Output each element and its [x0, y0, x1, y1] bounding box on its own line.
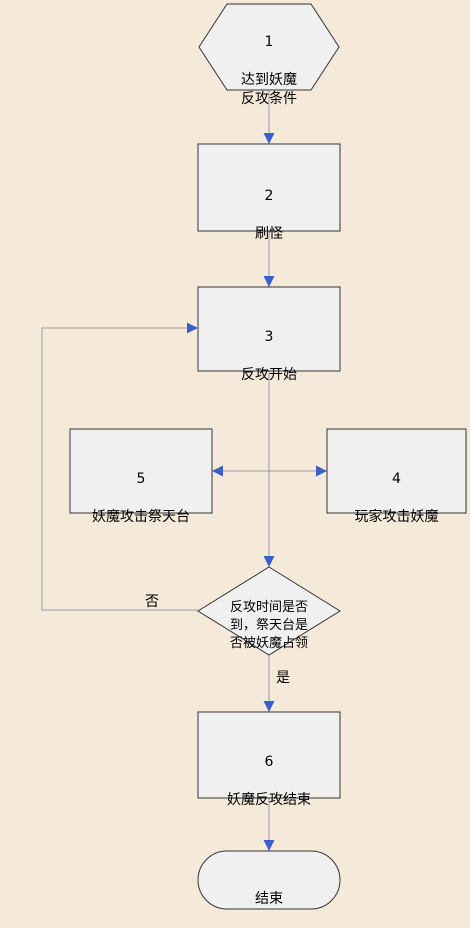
- node-1-label: 1 达到妖魔 反攻条件: [199, 14, 339, 128]
- node-6-rect[interactable]: [197, 711, 341, 799]
- node-6-number: 6: [264, 754, 274, 770]
- node-2-label: 2 刷怪: [198, 168, 340, 263]
- node-5-text: 妖魔攻击祭天台: [92, 509, 190, 525]
- node-6-text: 妖魔反攻结束: [227, 792, 311, 808]
- end-terminator[interactable]: [197, 850, 341, 910]
- node-4-text: 玩家攻击妖魔: [354, 509, 439, 525]
- node-3-number: 3: [264, 329, 274, 345]
- node-5-rect[interactable]: [69, 428, 213, 514]
- node-4-rect[interactable]: [326, 428, 467, 514]
- edge-label-yes: 是: [276, 670, 290, 686]
- node-2-number: 2: [264, 188, 274, 204]
- decision-label: 反攻时间是否 到，祭天台是 否被妖魔占领: [208, 581, 330, 671]
- node-1-hexagon[interactable]: [198, 3, 340, 91]
- node-2-rect[interactable]: [197, 143, 341, 232]
- decision-text: 反攻时间是否 到，祭天台是 否被妖魔占领: [229, 600, 308, 651]
- node-5-label: 5 妖魔攻击祭天台: [70, 451, 212, 546]
- node-2-text: 刷怪: [255, 226, 283, 242]
- edge-no-loop: [41, 322, 198, 611]
- node-3-rect[interactable]: [197, 286, 341, 372]
- end-label: 结束: [198, 871, 340, 928]
- node-3-label: 3 反攻开始: [198, 309, 340, 404]
- node-4-label: 4 玩家攻击妖魔: [327, 451, 466, 546]
- node-3-text: 反攻开始: [241, 367, 297, 383]
- node-4-number: 4: [392, 471, 401, 487]
- node-5-number: 5: [136, 471, 146, 487]
- node-1-text: 达到妖魔 反攻条件: [241, 72, 297, 107]
- edge-label-no: 否: [145, 594, 159, 610]
- node-1-number: 1: [264, 34, 274, 50]
- decision-diamond[interactable]: [197, 566, 341, 656]
- end-text: 结束: [255, 891, 283, 907]
- node-6-label: 6 妖魔反攻结束: [198, 734, 340, 829]
